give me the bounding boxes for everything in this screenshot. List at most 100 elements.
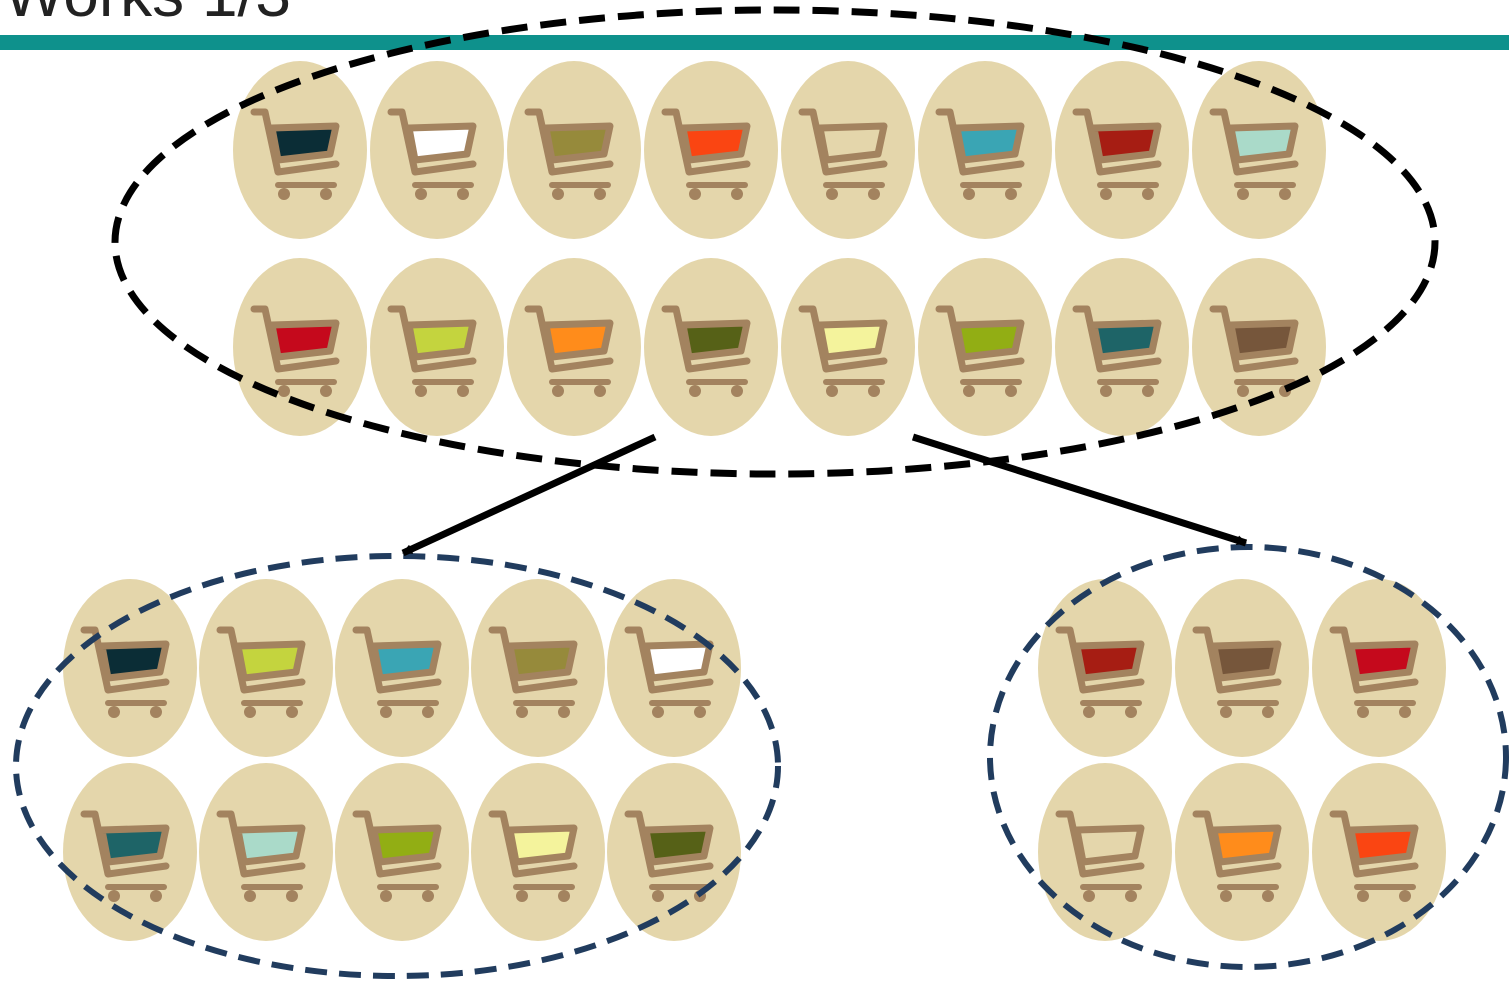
cart-wheel — [689, 188, 701, 200]
left-cluster-outline — [13, 553, 781, 979]
shopping-cart-icon — [216, 810, 306, 902]
shopping-cart-icon — [935, 305, 1025, 397]
cart-basket-fill — [268, 122, 340, 164]
cart-wheel — [594, 385, 606, 397]
cart-wheel — [652, 706, 664, 718]
cart-wheel — [244, 890, 256, 902]
cart-wheel — [278, 188, 290, 200]
cart-basket-fill — [506, 824, 578, 866]
cart-wheel — [868, 385, 880, 397]
shopping-cart-icon — [387, 305, 477, 397]
all-cart — [507, 258, 641, 436]
split-arrow-left — [401, 433, 657, 557]
shopping-cart-icon — [80, 810, 170, 902]
all-cart — [1192, 61, 1326, 239]
cart-basket-fill — [1090, 319, 1162, 361]
cart-basket-fill — [679, 319, 751, 361]
cart-wheel — [1237, 385, 1249, 397]
shopping-cart-icon — [624, 626, 714, 718]
shopping-cart-icon — [661, 305, 751, 397]
cart-wheel — [731, 188, 743, 200]
all-carts-group — [233, 61, 1326, 436]
shopping-cart-icon — [488, 626, 578, 718]
cart-basket-fill — [234, 640, 306, 682]
right-cart — [1175, 763, 1309, 941]
left-cart — [335, 579, 469, 757]
left-cart — [335, 763, 469, 941]
shopping-cart-icon — [1055, 626, 1145, 718]
cart-basket-fill — [1347, 824, 1419, 866]
cart-basket-fill — [1073, 640, 1145, 682]
shopping-cart-icon — [1072, 108, 1162, 200]
left-cart — [63, 579, 197, 757]
shopping-cart-icon — [387, 108, 477, 200]
cart-wheel — [286, 890, 298, 902]
shopping-cart-icon — [798, 108, 888, 200]
slide-title: Works 1/3 — [4, 0, 291, 26]
shopping-cart-icon — [524, 305, 614, 397]
cart-wheel — [652, 890, 664, 902]
cart-wheel — [1125, 890, 1137, 902]
left-cart — [607, 579, 741, 757]
cart-basket-fill — [642, 824, 714, 866]
cart-wheel — [1237, 188, 1249, 200]
shopping-cart-icon — [1209, 305, 1299, 397]
cart-wheel — [1279, 188, 1291, 200]
all-cart — [370, 61, 504, 239]
cart-wheel — [1142, 188, 1154, 200]
shopping-cart-icon — [1209, 108, 1299, 200]
cart-wheel — [457, 188, 469, 200]
cart-wheel — [278, 385, 290, 397]
cart-basket-fill — [679, 122, 751, 164]
cart-wheel — [1005, 385, 1017, 397]
cart-wheel — [244, 706, 256, 718]
cart-basket-fill — [816, 319, 888, 361]
all-cart — [1192, 258, 1326, 436]
right-cart — [1038, 763, 1172, 941]
cart-wheel — [320, 188, 332, 200]
cart-wheel — [689, 385, 701, 397]
cart-wheel — [1262, 890, 1274, 902]
cart-basket-fill — [370, 640, 442, 682]
cart-wheel — [457, 385, 469, 397]
cart-wheel — [731, 385, 743, 397]
cart-wheel — [826, 385, 838, 397]
shopping-cart-icon — [935, 108, 1025, 200]
cart-basket-fill — [98, 640, 170, 682]
shopping-cart-icon — [1072, 305, 1162, 397]
cart-wheel — [320, 385, 332, 397]
cart-basket-fill — [405, 319, 477, 361]
shopping-cart-icon — [798, 305, 888, 397]
cart-wheel — [1357, 706, 1369, 718]
left-cart — [471, 579, 605, 757]
cart-wheel — [1142, 385, 1154, 397]
shopping-cart-icon — [250, 305, 340, 397]
cart-wheel — [558, 890, 570, 902]
cart-wheel — [286, 706, 298, 718]
left-cluster-group — [63, 579, 741, 941]
all-cart — [1055, 258, 1189, 436]
cart-wheel — [552, 188, 564, 200]
right-cluster-outline — [987, 544, 1509, 970]
cart-wheel — [694, 706, 706, 718]
shopping-cart-icon — [352, 810, 442, 902]
cart-wheel — [516, 706, 528, 718]
cart-basket-fill — [953, 122, 1025, 164]
cart-wheel — [868, 188, 880, 200]
right-cart — [1175, 579, 1309, 757]
cart-wheel — [1100, 188, 1112, 200]
cart-wheel — [415, 385, 427, 397]
cart-wheel — [1399, 890, 1411, 902]
shopping-cart-icon — [624, 810, 714, 902]
cart-wheel — [963, 385, 975, 397]
cart-basket-fill — [98, 824, 170, 866]
cart-wheel — [1083, 890, 1095, 902]
shopping-cart-icon — [1329, 810, 1419, 902]
cart-basket-fill — [1227, 319, 1299, 361]
shopping-cart-icon — [1055, 810, 1145, 902]
all-cart — [644, 258, 778, 436]
cart-basket-fill — [1210, 640, 1282, 682]
cart-basket-fill — [953, 319, 1025, 361]
split-arrow-right — [911, 433, 1248, 547]
right-cart — [1312, 763, 1446, 941]
